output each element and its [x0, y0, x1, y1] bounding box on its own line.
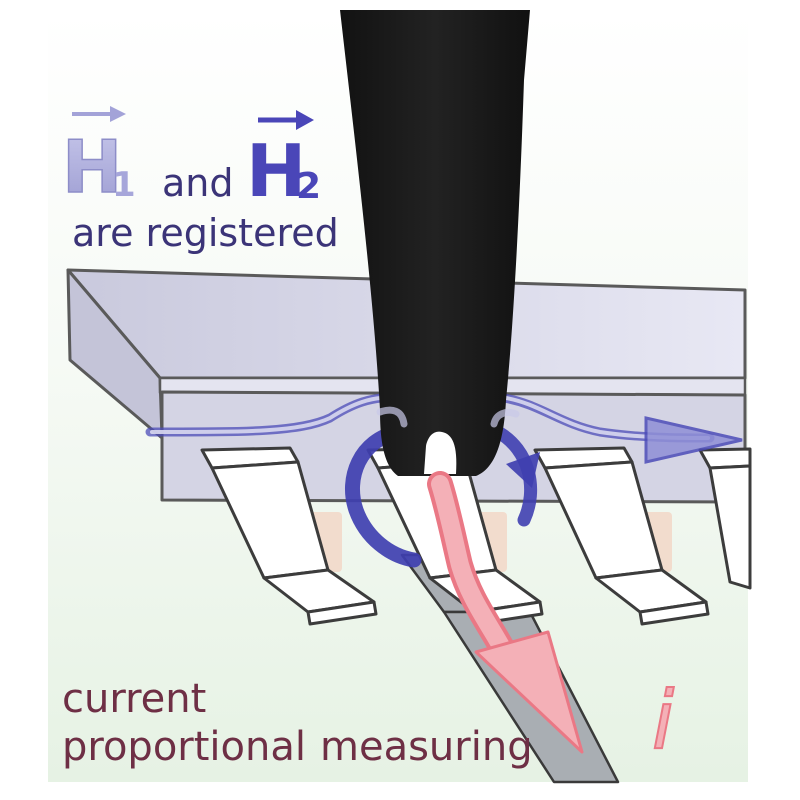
probe-sensor-tip — [424, 431, 457, 474]
caption-proportional: proportional — [62, 724, 306, 770]
field-loop-front — [376, 406, 408, 428]
h1-vector-arrowhead — [110, 106, 126, 122]
field-line-arrowhead — [644, 416, 743, 464]
field-lines — [145, 393, 743, 464]
current-symbol: i — [652, 674, 674, 767]
registered-text: are registered — [72, 211, 339, 255]
h1-symbol: H — [62, 125, 122, 209]
h2-symbol: H — [246, 129, 306, 213]
magnetic-field-loop — [345, 424, 540, 568]
chip-lead — [533, 446, 710, 626]
current-probe — [340, 10, 530, 476]
field-loop-front-right — [490, 408, 520, 428]
caption-current: current — [62, 676, 206, 722]
h2-vector-arrowhead — [296, 110, 314, 130]
current-arrow-shaft-fill — [431, 475, 515, 664]
h2-vector-label: H 2 — [246, 110, 321, 213]
caption-measuring: measuring — [320, 724, 533, 770]
h1-subscript: 1 — [112, 165, 136, 205]
current-arrow-head — [474, 630, 584, 754]
current-arrow — [427, 471, 584, 754]
field-line-left-inner — [150, 395, 396, 434]
field-loop-arc-left — [345, 424, 422, 568]
chip-lead — [200, 446, 378, 626]
chip-lead — [698, 447, 752, 590]
and-text: and — [162, 161, 234, 205]
h2-subscript: 2 — [296, 166, 321, 207]
h1-vector-label: H 1 — [61, 106, 136, 210]
field-loop-arrowhead — [506, 452, 540, 488]
probe-body — [340, 10, 530, 476]
